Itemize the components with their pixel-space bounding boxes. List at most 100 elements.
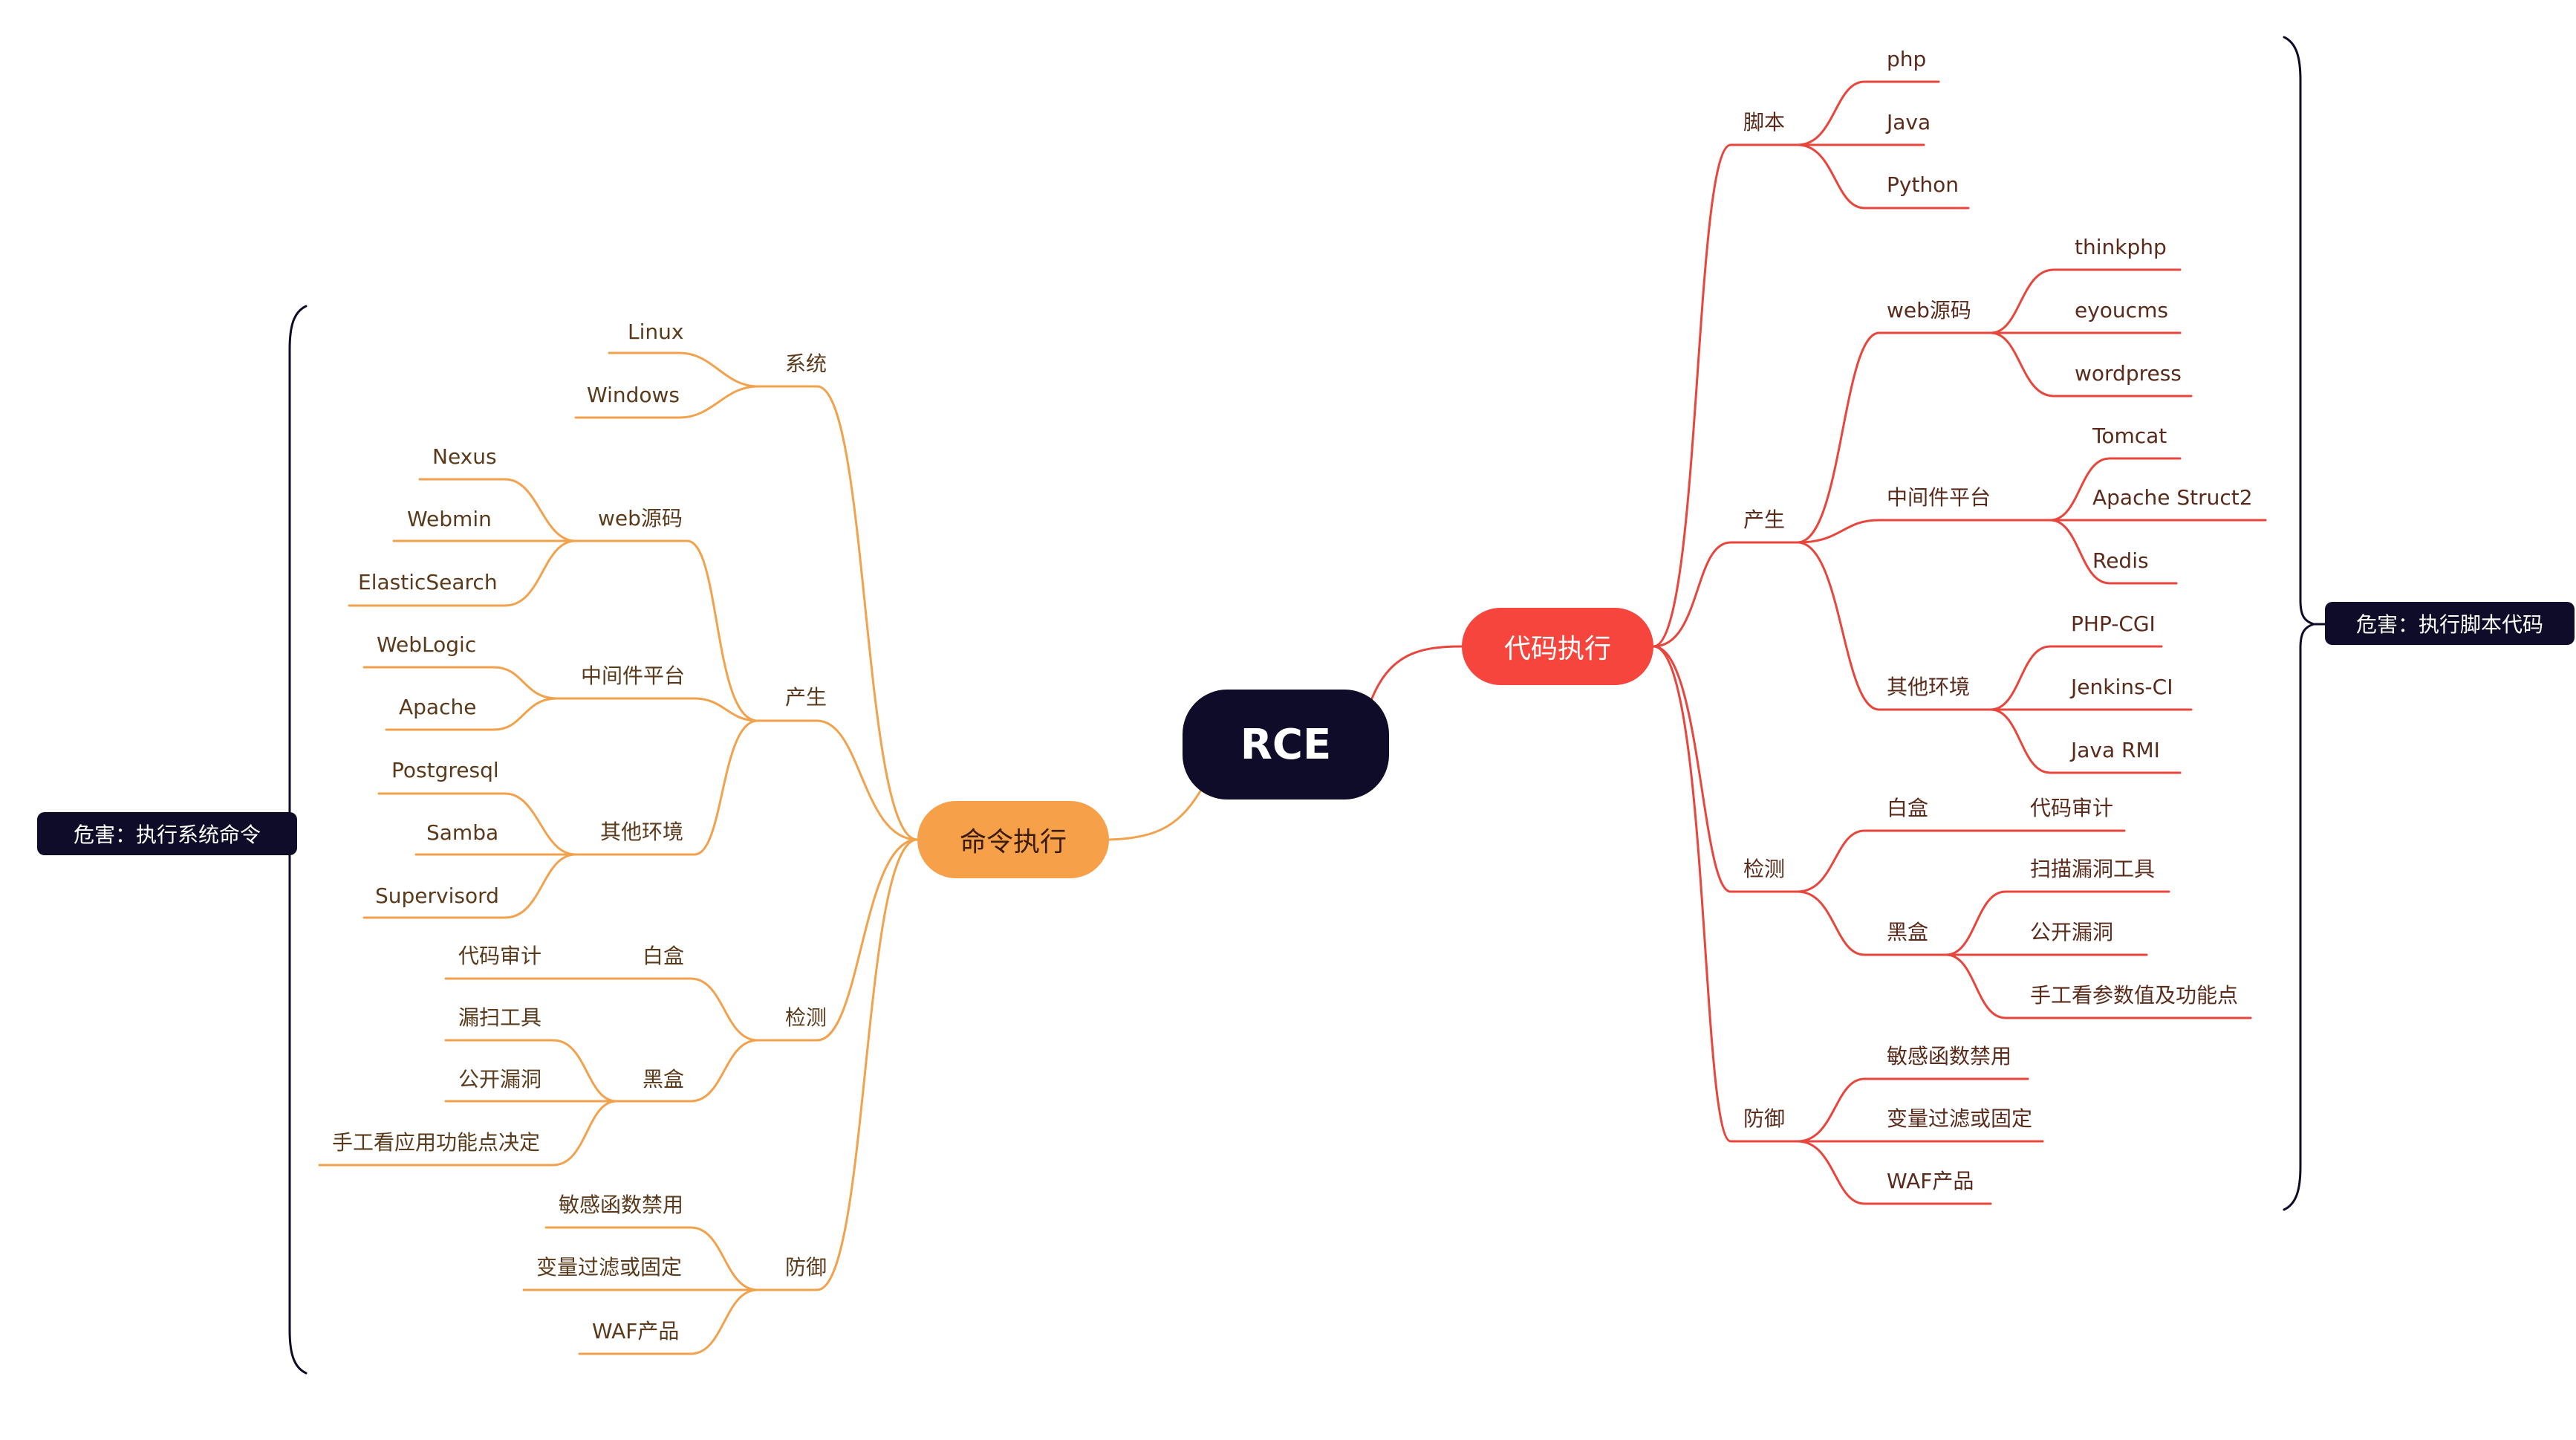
edge-php <box>1796 80 1940 146</box>
edge-l-other <box>574 719 759 856</box>
r-struts[interactable]: Apache Struct2 <box>2092 485 2253 510</box>
edge-l-black <box>615 1039 759 1103</box>
r-tomcat[interactable]: Tomcat <box>2092 424 2167 448</box>
edge-r-black <box>1796 890 1948 956</box>
edge-javarmi <box>1989 708 2182 774</box>
edge-wordpress <box>1989 331 2193 398</box>
edge-elastic <box>348 539 577 607</box>
r-code-audit[interactable]: 代码审计 <box>2030 796 2114 820</box>
r-javarmi[interactable]: Java RMI <box>2071 738 2160 762</box>
r-eyoucms[interactable]: eyoucms <box>2075 298 2168 322</box>
r-defense-label[interactable]: 防御 <box>1743 1106 1786 1131</box>
r-public-vuln[interactable]: 公开漏洞 <box>2030 920 2114 944</box>
r-black-label[interactable]: 黑盒 <box>1887 920 1929 944</box>
l-system-label[interactable]: 系统 <box>785 351 827 376</box>
l-public-vuln[interactable]: 公开漏洞 <box>458 1067 542 1092</box>
edge-l-func <box>544 1226 759 1291</box>
r-script-label[interactable]: 脚本 <box>1743 110 1786 134</box>
l-windows[interactable]: Windows <box>587 383 680 407</box>
r-java[interactable]: Java <box>1887 110 1931 134</box>
l-linux[interactable]: Linux <box>628 320 684 344</box>
r-thinkphp[interactable]: thinkphp <box>2075 235 2167 259</box>
edge-r-scan <box>1945 890 2170 956</box>
r-wordpress[interactable]: wordpress <box>2075 361 2182 386</box>
edge-manual <box>318 1100 618 1167</box>
l-webmin[interactable]: Webmin <box>407 507 492 531</box>
l-apache[interactable]: Apache <box>399 695 477 719</box>
edge-python <box>1796 143 1970 210</box>
r-waf[interactable]: WAF产品 <box>1887 1169 1974 1193</box>
r-func-disable[interactable]: 敏感函数禁用 <box>1887 1044 2012 1068</box>
edge-scan <box>444 1039 618 1103</box>
edge-left-produce <box>756 719 919 841</box>
l-scan-tool[interactable]: 漏扫工具 <box>458 1005 542 1030</box>
l-code-audit[interactable]: 代码审计 <box>458 944 542 968</box>
left-summary-note[interactable]: 危害：执行系统命令 <box>37 812 297 855</box>
edge-r-other <box>1796 541 1992 711</box>
edge-r-white <box>1796 829 2126 893</box>
r-scan-tool[interactable]: 扫描漏洞工具 <box>2030 857 2156 881</box>
r-redis[interactable]: Redis <box>2092 548 2149 573</box>
right-bracket <box>2283 36 2318 1211</box>
edge-apache <box>385 697 559 731</box>
edge-postgresql <box>377 792 577 856</box>
root-right-connector <box>1369 645 1463 704</box>
l-postgresql[interactable]: Postgresql <box>391 758 499 782</box>
edge-r-middleware <box>1796 519 2052 544</box>
l-manual[interactable]: 手工看应用功能点决定 <box>332 1130 541 1155</box>
root-node[interactable]: RCE <box>1183 690 1389 800</box>
edge-tomcat <box>2049 457 2182 522</box>
r-white-label[interactable]: 白盒 <box>1887 796 1929 820</box>
edge-right-script <box>1652 143 1799 648</box>
l-waf[interactable]: WAF产品 <box>592 1319 680 1343</box>
l-defense-label[interactable]: 防御 <box>785 1255 827 1280</box>
edge-left-system <box>756 385 919 841</box>
l-elasticsearch[interactable]: ElasticSearch <box>358 570 498 594</box>
edge-l-waf <box>578 1288 759 1355</box>
edge-windows <box>574 385 759 419</box>
edge-l-web <box>574 539 759 722</box>
l-nexus[interactable]: Nexus <box>432 444 497 469</box>
r-produce-label[interactable]: 产生 <box>1743 507 1786 532</box>
root-left-connector <box>1108 785 1205 841</box>
l-var-filter[interactable]: 变量过滤或固定 <box>536 1255 683 1280</box>
edge-linux <box>608 351 759 388</box>
l-weblogic[interactable]: WebLogic <box>377 632 477 657</box>
edge-r-web <box>1796 331 1992 544</box>
l-other-label[interactable]: 其他环境 <box>600 820 684 844</box>
edge-left-detect <box>756 838 919 1042</box>
r-phpcgi[interactable]: PHP-CGI <box>2071 612 2156 636</box>
r-web-label[interactable]: web源码 <box>1887 298 1971 322</box>
l-supervisord[interactable]: Supervisord <box>375 883 499 908</box>
l-func-disable[interactable]: 敏感函数禁用 <box>559 1193 684 1217</box>
edge-weblogic <box>362 666 559 700</box>
r-jenkins[interactable]: Jenkins-CI <box>2071 675 2173 699</box>
edge-r-waf <box>1796 1140 1992 1205</box>
l-samba[interactable]: Samba <box>426 820 499 845</box>
edge-r-manual <box>1945 953 2252 1019</box>
l-middleware-label[interactable]: 中间件平台 <box>581 664 686 688</box>
l-white-label[interactable]: 白盒 <box>643 944 685 968</box>
r-other-label[interactable]: 其他环境 <box>1887 675 1971 699</box>
r-var-filter[interactable]: 变量过滤或固定 <box>1887 1106 2033 1131</box>
l-web-label[interactable]: web源码 <box>598 506 683 531</box>
command-exec-node[interactable]: 命令执行 <box>917 801 1109 878</box>
l-black-label[interactable]: 黑盒 <box>643 1067 685 1092</box>
r-php[interactable]: php <box>1887 47 1927 71</box>
code-exec-node[interactable]: 代码执行 <box>1462 608 1653 685</box>
r-python[interactable]: Python <box>1887 172 1959 197</box>
right-summary-note[interactable]: 危害：执行脚本代码 <box>2325 602 2575 645</box>
l-produce-label[interactable]: 产生 <box>785 685 827 710</box>
edge-left-defense <box>756 838 919 1291</box>
r-manual[interactable]: 手工看参数值及功能点 <box>2030 983 2239 1008</box>
edge-thinkphp <box>1989 268 2182 334</box>
edge-redis <box>2049 519 2178 585</box>
r-detect-label[interactable]: 检测 <box>1743 857 1786 881</box>
l-detect-label[interactable]: 检测 <box>785 1005 827 1030</box>
edge-r-func <box>1796 1077 2029 1143</box>
edge-l-white <box>444 977 759 1042</box>
r-middleware-label[interactable]: 中间件平台 <box>1887 485 1991 510</box>
edge-nexus <box>418 478 577 542</box>
